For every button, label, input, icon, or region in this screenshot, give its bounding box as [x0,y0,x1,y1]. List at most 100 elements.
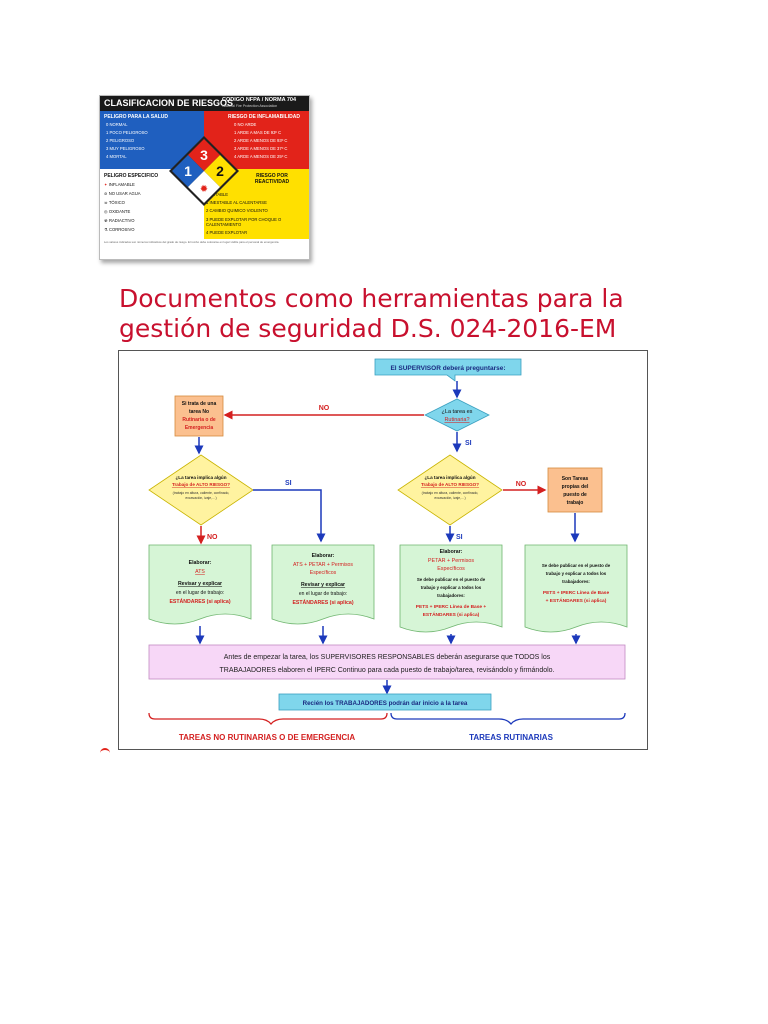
doc-line: en el lugar de trabajo: [299,591,347,597]
arrow [253,489,326,543]
doc-line: Elaborar: [312,553,335,559]
doc-line: PETAR + Permisos [428,558,474,564]
specific-hazard-item: ◎ OXIDANTE [104,209,131,214]
health-item: 3 MUY PELIGROSO [106,146,145,151]
diamond-blue-value: 1 [184,163,192,179]
nfpa-code-sub: National Fire Protection Association [222,104,278,108]
decision-line: ¿La tarea implica algún [424,475,475,480]
decision-alto-riesgo-left: ¿La tarea implica algún Trabajo de ALTO … [148,454,254,526]
heading-line-1: Documentos como herramientas para la [119,284,624,313]
decision-line: excavación, izaje,…) [185,496,216,500]
reactivity-quadrant: RIESGO POR REACTIVIDAD 0 ESTABLE 1 INEST… [204,169,309,239]
doc-line: Específicos [310,570,337,576]
doc-line: trabajadores: [437,593,465,598]
document-ats-petar: Elaborar: ATS + PETAR + Permisos Específ… [271,544,375,625]
flammability-quadrant: RIESGO DE INFLAMABILIDAD 0 NO ARDE 1 ARD… [204,111,309,169]
doc-line: + ESTÁNDARES (si aplica) [546,597,607,604]
label-no: NO [319,405,330,412]
doc-line: ATS + PETAR + Permisos [293,562,353,568]
doc-line: trabajo y explicar a todos los [546,571,607,576]
doc-line: ESTÁNDARES (si aplica) [169,598,230,605]
tareas-propias-line: propias del [562,484,589,490]
no-rutinaria-line: tarea No [189,409,209,415]
decision-rutinaria-line: ¿La tarea es [442,409,473,415]
nfpa-code: CODIGO NFPA / NORMA 704 [222,97,297,103]
doc-line: PETS + IPERC Línea de Base + [416,604,487,610]
decision-rutinaria: ¿La tarea es Rutinaria? [424,398,490,432]
nfpa-risk-chart: CLASIFICACION DE RIESGOS CODIGO NFPA / N… [99,95,310,260]
final-text: Recién los TRABAJADORES podrán dar inici… [303,700,468,707]
reactivity-item: 4 PUEDE EXPLOTAR [206,230,248,235]
no-rutinaria-box: Si trata de una tarea No Rutinaria o de … [174,395,224,437]
nfpa-diamond: 3 1 2 ✹ [169,136,239,206]
no-rutinaria-line: Si trata de una [182,401,217,407]
brace-no-rutinarias [148,712,388,726]
decision-line: ¿La tarea implica algún [175,475,226,480]
label-tareas-rutinarias: TAREAS RUTINARIAS [469,733,554,742]
doc-line: ESTÁNDARES (si aplica) [292,599,353,606]
doc-line: Se debe publicar en el puesto de [542,563,611,568]
health-item: 0 NORMAL [106,122,128,127]
label-si: SI [465,440,472,447]
page-heading: Documentos como herramientas para la ges… [119,284,679,344]
specific-hazard-title: PELIGRO ESPECIFICO [104,173,159,179]
specific-hazard-item: ☢ RADIACTIVO [104,218,135,223]
nfpa-header [100,96,309,111]
label-tareas-no-rutinarias: TAREAS NO RUTINARIAS O DE EMERGENCIA [179,733,356,742]
heading-line-2: gestión de seguridad D.S. 024-2016-EM [119,314,617,343]
doc-line: ESTÁNDARES (si aplica) [423,611,480,618]
no-rutinaria-line: Rutinaria o de [182,417,216,423]
label-no: NO [516,481,527,488]
reactivity-item: 1 INESTABLE AL CALENTARSE [206,200,267,205]
doc-line: Revisar y explicar [178,581,222,587]
doc-line: Elaborar: [440,549,463,555]
flammability-item: 1 ARDE A MAS DE 93º C [234,130,282,135]
reactivity-title: RIESGO POR REACTIVIDAD [254,173,290,185]
tareas-propias-box: Son Tareas propias del puesto de trabajo [547,467,603,513]
banner-line: TRABAJADORES elaboren el IPERC Continuo … [219,667,554,674]
specific-hazard-item: ☠ TÓXICO [104,200,125,205]
diamond-yellow-value: 2 [216,163,224,179]
document-ats: Elaborar: ATS Revisar y explicar en el l… [148,544,252,625]
safety-documents-flowchart: El SUPERVISOR deberá preguntarse: ¿La ta… [118,350,648,750]
label-no: NO [207,534,218,541]
tareas-propias-line: Son Tareas [562,476,589,482]
specific-hazard-item: ✦ INFLAMABLE [104,182,135,187]
flammability-title: RIESGO DE INFLAMABILIDAD [228,114,300,120]
decision-line: (trabajo en altura, caliente, confinado, [173,491,230,495]
doc-line: en el lugar de trabajo: [176,590,224,596]
health-item: 1 POCO PELIGROSO [106,130,148,135]
doc-line: Específicos [437,566,465,572]
flammability-item: 3 ARDE A MENOS DE 37º C [234,146,288,151]
decision-line: (trabajo en altura, caliente, confinado, [422,491,479,495]
document-petar-pets: Elaborar: PETAR + Permisos Específicos S… [399,544,503,633]
doc-line: trabajadores: [562,579,590,584]
nfpa-footer: Los valores indicados son números indica… [104,240,280,244]
start-box: El SUPERVISOR deberá preguntarse: [374,358,522,382]
reactivity-item: 3 PUEDE EXPLOTAR POR CHOQUE O CALENTAMIE… [206,217,282,227]
decision-rutinaria-line: Rutinaria? [444,417,469,423]
health-item: 2 PELIGROSO [106,138,135,143]
decision-line: Trabajo de ALTO RIESGO? [172,482,230,487]
flammability-item: 0 NO ARDE [234,122,257,127]
document-pets-iperc: Se debe publicar en el puesto de trabajo… [524,544,628,633]
doc-line: ATS [195,569,205,575]
tareas-propias-line: trabajo [567,500,584,506]
banner-line: Antes de empezar la tarea, los SUPERVISO… [224,654,551,661]
flammability-item: 2 ARDE A MENOS DE 93º C [234,138,288,143]
label-si: SI [285,480,292,487]
health-title: PELIGRO PARA LA SALUD [104,114,168,120]
doc-line: Revisar y explicar [301,582,345,588]
doc-line: trabajo y explicar a todos los [421,585,482,590]
health-item: 4 MORTAL [106,154,127,159]
doc-line: PETS + IPERC Línea de Base [543,590,610,596]
nfpa-title: CLASIFICACION DE RIESGOS [104,98,234,108]
doc-line: Elaborar: [189,560,212,566]
specific-hazard-item: ⚗ CORROSIVO [104,227,135,232]
final-box: Recién los TRABAJADORES podrán dar inici… [278,693,492,711]
flammability-item: 4 ARDE A MENOS DE 25º C [234,154,288,159]
start-text: El SUPERVISOR deberá preguntarse: [390,365,505,372]
decision-line: Trabajo de ALTO RIESGO? [421,482,479,487]
decision-alto-riesgo-right: ¿La tarea implica algún Trabajo de ALTO … [397,454,503,526]
diamond-flame-icon: ✹ [200,184,208,195]
